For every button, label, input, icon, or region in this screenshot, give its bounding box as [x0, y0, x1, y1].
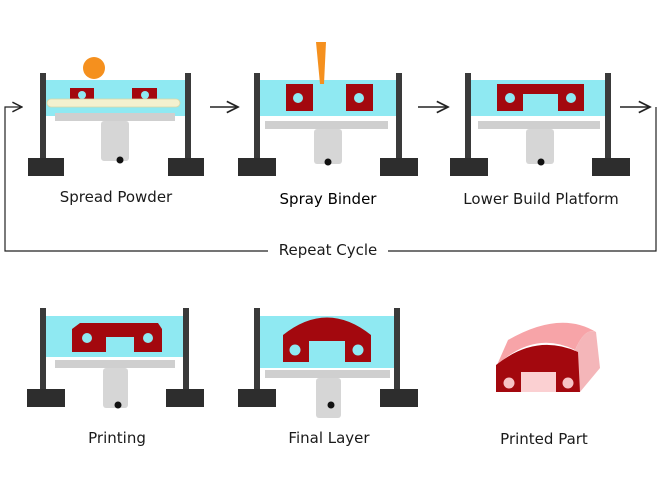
part-hole [354, 93, 364, 103]
part-layer [286, 84, 373, 111]
piston-pin [116, 156, 124, 164]
build-platform [55, 113, 175, 121]
part-hole [143, 333, 153, 343]
powder-bath [45, 80, 190, 116]
part-bridge-fill [523, 94, 558, 111]
printed-part-channel [521, 372, 556, 392]
build-platform [478, 121, 600, 129]
piston-pin [324, 158, 332, 166]
piston-pin [537, 158, 545, 166]
part-bridge-fill [106, 337, 134, 352]
powder-bath [258, 80, 398, 116]
build-platform [265, 121, 388, 129]
part-hole [82, 333, 92, 343]
repeat-cycle-loop-right [388, 107, 657, 252]
frame-foot-right [168, 158, 204, 176]
repeat-cycle-loop-left [4, 107, 268, 252]
part-layer [70, 88, 157, 102]
build-platform [265, 370, 390, 378]
platform-piston [103, 368, 128, 408]
frame-post-left [254, 73, 260, 161]
step-final-layer-illustration [238, 308, 418, 418]
part-hole [352, 344, 364, 356]
part-hole [503, 377, 515, 389]
frame-foot-left [450, 158, 488, 176]
step-printed-part-illustration [496, 322, 600, 392]
frame-post-right [394, 308, 400, 398]
part-layer [497, 84, 584, 111]
printed-part-side-face [575, 331, 600, 392]
frame-foot-left [238, 389, 276, 407]
frame-foot-left [28, 158, 64, 176]
frame-foot-left [238, 158, 276, 176]
step-lower-platform-illustration [450, 73, 630, 176]
part-hole [78, 91, 86, 99]
piston-pin [114, 401, 122, 409]
fresh-powder-layer [46, 98, 181, 108]
part-hole [289, 344, 301, 356]
frame-foot-right [380, 389, 418, 407]
step-label-final-layer: Final Layer [288, 429, 370, 447]
frame-post-right [396, 73, 402, 161]
frame-post-left [40, 308, 46, 398]
part-body [283, 317, 371, 362]
part-hole [293, 93, 303, 103]
part-hole [141, 91, 149, 99]
repeat-cycle-label: Repeat Cycle [278, 241, 378, 259]
frame-post-right [605, 73, 611, 161]
piston-pin [327, 401, 335, 409]
step-printing-illustration [27, 308, 204, 409]
build-platform [55, 360, 175, 368]
printed-part-top-face [497, 322, 596, 365]
binder-jet-nozzle [316, 42, 326, 84]
frame-foot-left [27, 389, 65, 407]
printed-part-front-face [496, 344, 580, 392]
platform-piston [314, 129, 342, 164]
frame-foot-right [380, 158, 418, 176]
frame-post-left [40, 73, 46, 161]
platform-piston [316, 378, 341, 418]
part-hole [566, 93, 576, 103]
part-body [72, 323, 162, 352]
part-hole [505, 93, 515, 103]
step-label-printed-part: Printed Part [500, 430, 588, 448]
step-label-spread-powder: Spread Powder [59, 188, 173, 206]
part-hole [562, 377, 574, 389]
step-spray-binder-illustration [238, 42, 418, 176]
step-label-printing: Printing [88, 429, 146, 447]
frame-foot-right [592, 158, 630, 176]
step-spread-powder-illustration [28, 57, 204, 176]
frame-post-right [183, 308, 189, 398]
frame-post-left [465, 73, 471, 161]
platform-piston [526, 129, 554, 164]
platform-piston [101, 121, 129, 161]
frame-foot-right [166, 389, 204, 407]
step-label-lower-build-platform: Lower Build Platform [463, 190, 619, 208]
frame-post-left [254, 308, 260, 398]
frame-post-right [185, 73, 191, 161]
powder-spreader-roller [83, 57, 105, 79]
step-label-spray-binder: Spray Binder [279, 190, 377, 208]
